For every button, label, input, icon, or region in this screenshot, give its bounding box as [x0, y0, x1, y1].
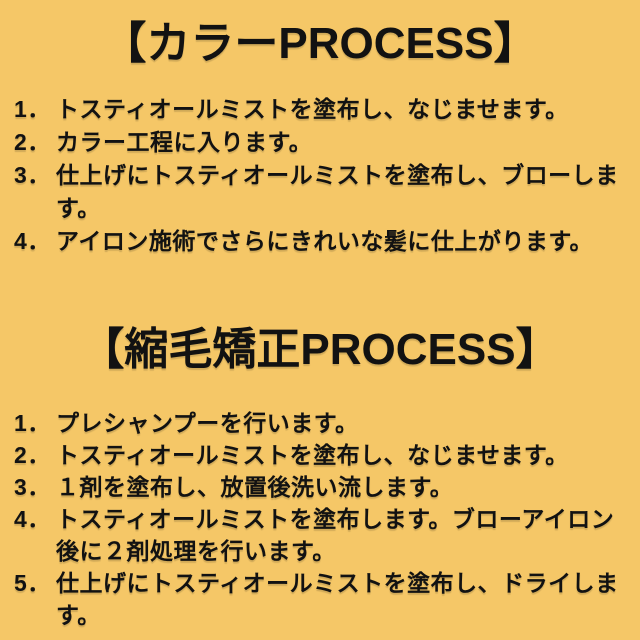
step-text: カラー工程に入ります。	[56, 126, 628, 159]
color-process-steps: 1． トスティオールミストを塗布し、なじませます。 2． カラー工程に入ります。…	[0, 93, 640, 258]
step-text: トスティオールミストを塗布します。ブローアイロン 後に２剤処理を行います。	[56, 503, 628, 567]
process-step: 3． 仕上げにトスティオールミストを塗布し、ブローしま す。	[14, 159, 628, 225]
step-text: １剤を塗布し、放置後洗い流します。	[56, 471, 628, 503]
process-step: 3． １剤を塗布し、放置後洗い流します。	[14, 471, 628, 503]
step-text-line: プレシャンプーを行います。	[56, 410, 359, 436]
process-step: 4． トスティオールミストを塗布します。ブローアイロン 後に２剤処理を行います。	[14, 503, 628, 567]
step-text: トスティオールミストを塗布し、なじませます。	[56, 439, 628, 471]
step-text-line: 後に２剤処理を行います。	[56, 538, 336, 564]
step-text: 仕上げにトスティオールミストを塗布し、ブローしま す。	[56, 159, 628, 225]
step-number: 4．	[14, 506, 51, 532]
process-step: 2． トスティオールミストを塗布し、なじませます。	[14, 439, 628, 471]
step-text-line: す。	[56, 602, 101, 628]
step-number: 1．	[14, 410, 51, 436]
process-step: 1． プレシャンプーを行います。	[14, 407, 628, 439]
step-number: 2．	[14, 442, 51, 468]
step-text: プレシャンプーを行います。	[56, 407, 628, 439]
step-text: アイロン施術でさらにきれいな髪に仕上がります。	[56, 225, 628, 258]
step-number: 4．	[14, 228, 51, 254]
step-text-line: トスティオールミストを塗布し、なじませます。	[56, 442, 569, 468]
step-text-line: 仕上げにトスティオールミストを塗布し、ブローしま	[56, 162, 619, 188]
step-text-line: 仕上げにトスティオールミストを塗布し、ドライしま	[56, 570, 619, 596]
process-step: 1． トスティオールミストを塗布し、なじませます。	[14, 93, 628, 126]
step-text-line: トスティオールミストを塗布し、なじませます。	[56, 96, 569, 122]
step-text-line: トスティオールミストを塗布します。ブローアイロン	[56, 506, 615, 532]
step-number: 3．	[14, 162, 51, 188]
process-step: 5． 仕上げにトスティオールミストを塗布し、ドライしま す。	[14, 567, 628, 631]
straightening-process-steps: 1． プレシャンプーを行います。 2． トスティオールミストを塗布し、なじませま…	[0, 407, 640, 631]
step-text: トスティオールミストを塗布し、なじませます。	[56, 93, 628, 126]
step-number: 5．	[14, 570, 51, 596]
process-step: 4． アイロン施術でさらにきれいな髪に仕上がります。	[14, 225, 628, 258]
section-title-straightening-process: 【縮毛矯正PROCESS】	[80, 325, 560, 374]
step-number: 3．	[14, 474, 51, 500]
step-number: 1．	[14, 96, 51, 122]
step-text-line: アイロン施術でさらにきれいな髪に仕上がります。	[56, 228, 594, 254]
step-text-line: す。	[56, 195, 101, 221]
step-text: 仕上げにトスティオールミストを塗布し、ドライしま す。	[56, 567, 628, 631]
step-text-line: カラー工程に入ります。	[56, 129, 313, 155]
process-step: 2． カラー工程に入ります。	[14, 126, 628, 159]
step-text-line: １剤を塗布し、放置後洗い流します。	[56, 474, 454, 500]
step-number: 2．	[14, 129, 51, 155]
section-title-color-process: 【カラーPROCESS】	[102, 19, 538, 68]
